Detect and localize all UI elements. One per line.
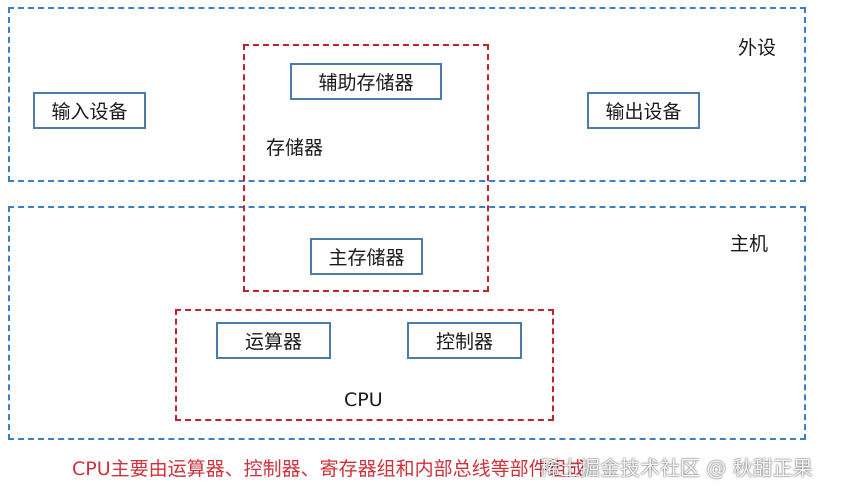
cpu-region [175,309,554,421]
watermark-text: 稀土掘金技术社区 @ 秋甜正果 [540,456,813,480]
main-storage-box: 主存储器 [310,238,423,275]
peripheral-region [8,7,806,182]
storage-label: 存储器 [266,137,324,159]
controller-box: 控制器 [407,322,522,359]
auxiliary-storage-box: 辅助存储器 [290,63,442,100]
caption-text: CPU主要由运算器、控制器、寄存器组和内部总线等部件组成 [72,458,586,480]
input-device-box: 输入设备 [33,92,146,129]
cpu-label: CPU [344,389,383,411]
peripheral-label: 外设 [738,37,777,59]
host-label: 主机 [730,233,769,255]
alu-box: 运算器 [216,322,331,359]
output-device-box: 输出设备 [587,92,700,129]
host-region [8,206,806,440]
storage-region [243,44,489,292]
